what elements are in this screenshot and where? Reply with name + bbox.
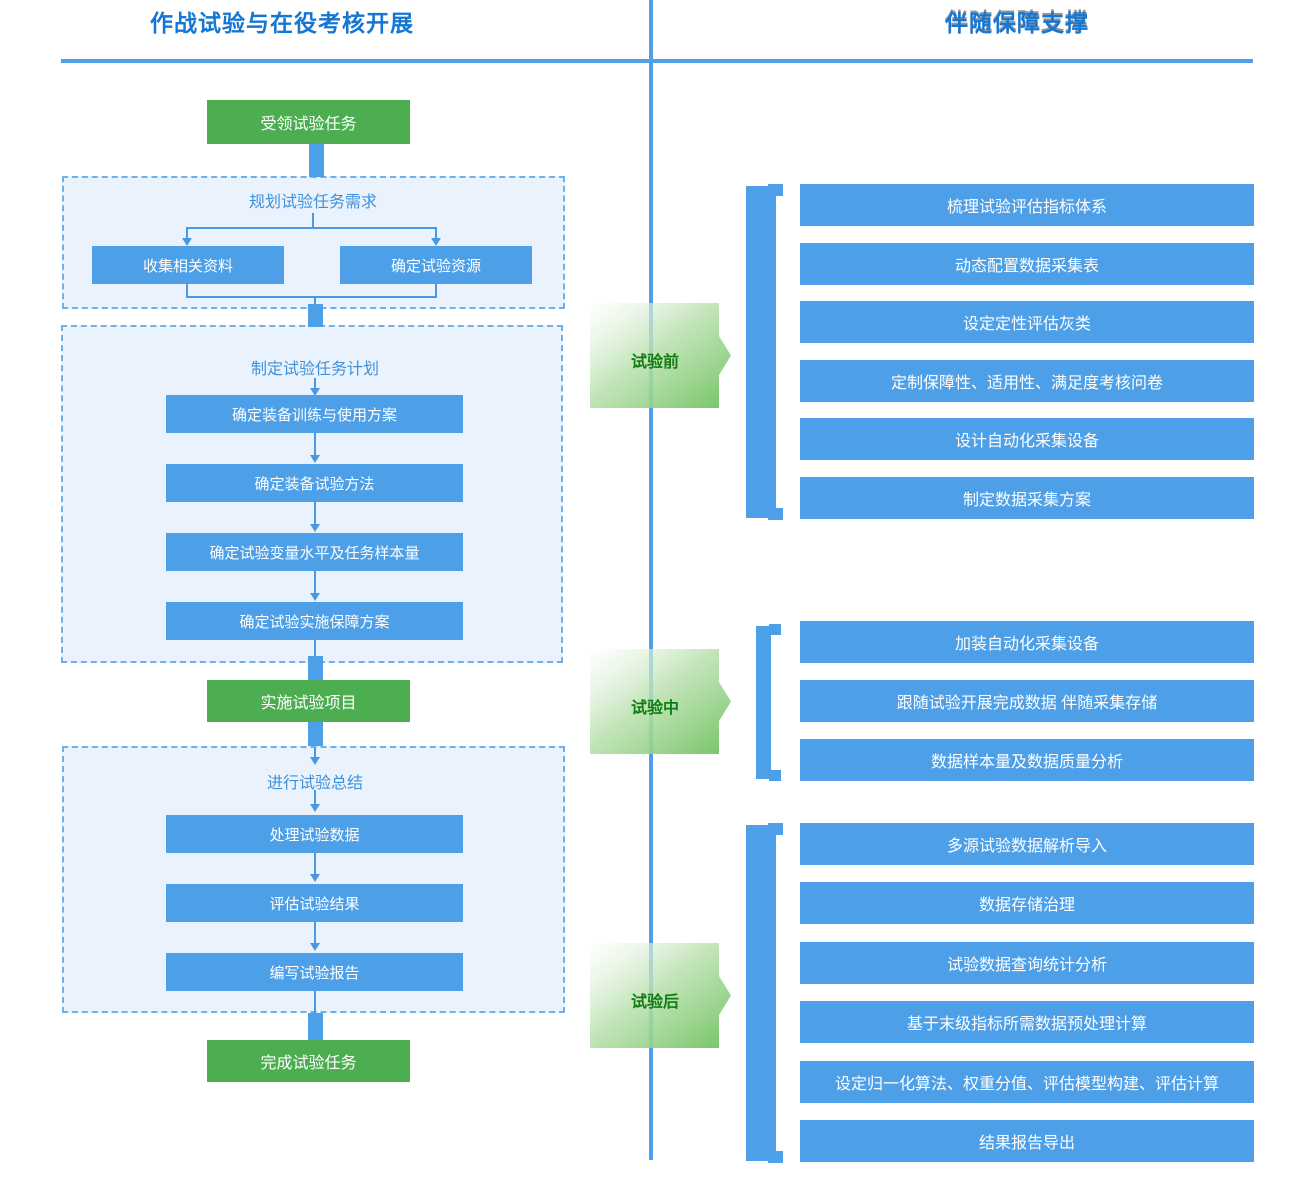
connector-line: [435, 284, 437, 298]
phase-task-bar: 设定定性评估灰类: [800, 301, 1254, 343]
task-plan-label: 制定试验任务计划: [250, 361, 379, 378]
bracket-cap: [768, 184, 783, 196]
phase-task-bar: 数据样本量及数据质量分析: [800, 739, 1254, 781]
phase-arrow-post-test: [590, 943, 731, 1048]
connector-line: [314, 640, 316, 658]
connector-line: [186, 227, 188, 238]
connector-line: [314, 296, 316, 306]
flow-node-process-data: 处理试验数据: [166, 815, 463, 853]
phase-task-bar: 定制保障性、适用性、满足度考核问卷: [800, 360, 1254, 402]
phase-task-bar: 基于末级指标所需数据预处理计算: [800, 1001, 1254, 1043]
left-column-title: 作战试验与在役考核开展: [150, 10, 414, 36]
flow-node-test-method: 确定装备试验方法: [166, 464, 463, 502]
flow-node-finish: 完成试验任务: [207, 1040, 410, 1082]
phase-arrow-pre-test: [590, 303, 731, 408]
connector-line: [314, 748, 316, 757]
arrowhead-down-icon: [310, 593, 320, 601]
arrowhead-down-icon: [182, 238, 192, 246]
center-divider-line: [649, 0, 653, 1160]
connector-thick: [308, 1013, 323, 1040]
phase-task-bar: 加装自动化采集设备: [800, 621, 1254, 663]
connector-line: [314, 922, 316, 943]
bracket-cap: [769, 770, 781, 781]
phase-task-bar: 多源试验数据解析导入: [800, 823, 1254, 865]
phase-task-bar: 结果报告导出: [800, 1120, 1254, 1162]
connector-line: [312, 213, 314, 228]
phase-label-pre-test: 试验前: [630, 354, 679, 371]
right-column-title: 伴随保障支撑: [945, 10, 1089, 36]
phase-task-bar: 试验数据查询统计分析: [800, 942, 1254, 984]
flow-node-implement: 实施试验项目: [207, 680, 410, 722]
connector-line: [314, 571, 316, 593]
phase-task-bar: 设定归一化算法、权重分值、评估模型构建、评估计算: [800, 1061, 1254, 1103]
bracket-cap: [768, 823, 783, 835]
phase-task-bar: 动态配置数据采集表: [800, 243, 1254, 285]
connector-thick: [308, 304, 323, 327]
flow-node-variables-samples: 确定试验变量水平及任务样本量: [166, 533, 463, 571]
bracket-bar: [746, 186, 776, 518]
bracket-cap: [768, 1151, 783, 1163]
flow-node-training-plan: 确定装备训练与使用方案: [166, 395, 463, 433]
connector-line: [186, 227, 437, 229]
flow-node-test-resources: 确定试验资源: [340, 246, 532, 284]
flow-node-write-report: 编写试验报告: [166, 953, 463, 991]
connector-line: [435, 227, 437, 238]
group-bracket-post-test: [746, 823, 783, 1163]
bracket-bar: [746, 825, 776, 1161]
phase-label-during-test: 试验中: [630, 700, 679, 717]
flow-node-start: 受领试验任务: [207, 100, 410, 144]
phase-task-bar: 跟随试验开展完成数据 伴随采集存储: [800, 680, 1254, 722]
connector-line: [186, 284, 188, 298]
arrowhead-down-icon: [310, 943, 320, 951]
phase-task-bar: 设计自动化采集设备: [800, 418, 1254, 460]
arrowhead-down-icon: [310, 874, 320, 882]
phase-arrow-during-test: [590, 649, 731, 754]
connector-thick: [308, 722, 323, 746]
phase-label-post-test: 试验后: [630, 994, 679, 1011]
group-bracket-pre-test: [746, 184, 783, 520]
connector-line: [314, 502, 316, 524]
phase-task-bar: 数据存储治理: [800, 882, 1254, 924]
arrowhead-down-icon: [310, 757, 320, 765]
connector-line: [186, 296, 437, 298]
arrowhead-down-icon: [310, 804, 320, 812]
connector-thick: [308, 656, 323, 680]
arrowhead-down-icon: [310, 388, 320, 396]
connector-line: [314, 790, 316, 804]
arrowhead-down-icon: [310, 455, 320, 463]
flow-node-collect-data: 收集相关资料: [92, 246, 284, 284]
header-divider-line: [61, 59, 1253, 63]
flow-node-support-plan: 确定试验实施保障方案: [166, 602, 463, 640]
connector-thick: [309, 144, 324, 177]
connector-line: [314, 378, 316, 388]
plan-group-label: 规划试验任务需求: [248, 194, 377, 211]
phase-task-bar: 制定数据采集方案: [800, 477, 1254, 519]
bracket-cap: [769, 624, 781, 635]
connector-line: [314, 853, 316, 874]
connector-line: [314, 433, 316, 455]
connector-line: [314, 991, 316, 1013]
arrowhead-down-icon: [310, 524, 320, 532]
phase-task-bar: 梳理试验评估指标体系: [800, 184, 1254, 226]
summary-label: 进行试验总结: [266, 775, 363, 792]
bracket-cap: [768, 508, 783, 520]
arrowhead-down-icon: [431, 238, 441, 246]
bracket-bar: [756, 626, 771, 779]
group-bracket-during-test: [756, 624, 781, 781]
flow-node-evaluate-results: 评估试验结果: [166, 884, 463, 922]
